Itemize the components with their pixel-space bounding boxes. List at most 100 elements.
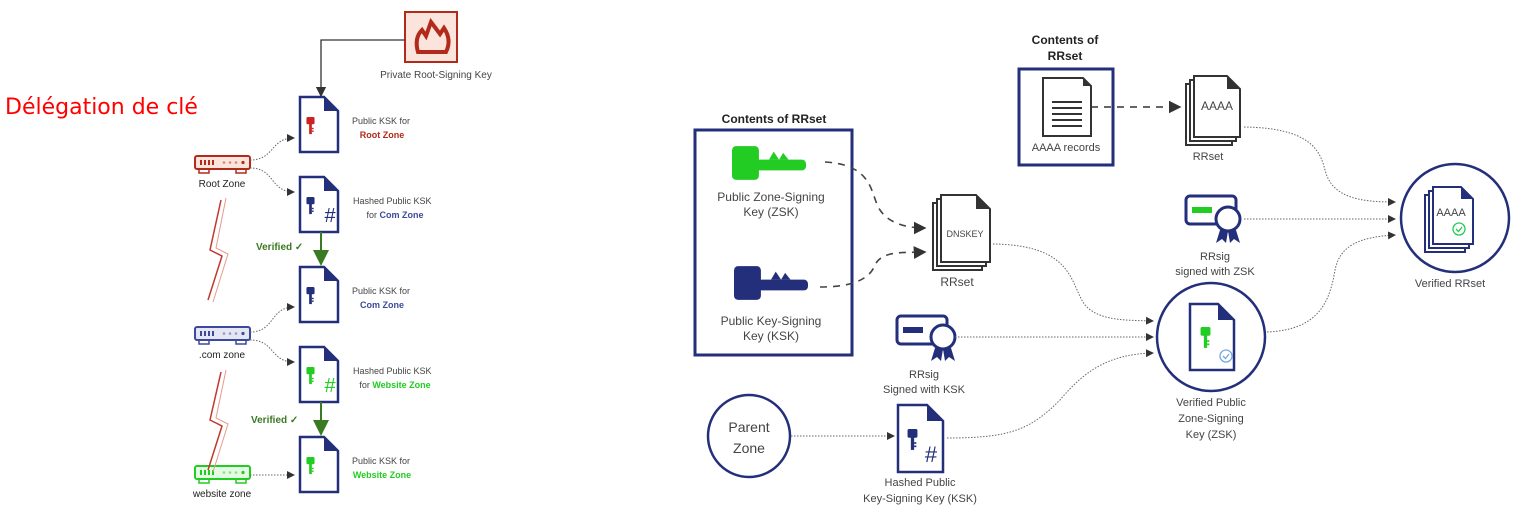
doc-zone-label: for Website Zone [359,380,430,390]
dnskey-rrset-label: RRset [940,275,974,289]
lightning-shadow [212,197,229,303]
private-key-label: Private Root-Signing Key [380,70,492,81]
lightning-icon [207,371,223,471]
check-badge-icon [1452,222,1466,236]
flame-icon [414,17,451,54]
hashed-ksk-label: Key-Signing Key (KSK) [863,493,977,505]
contents-rrset-box-aaaa [1017,67,1115,167]
aaaa-records-doc-icon [1042,77,1092,137]
verified-label: Verified ✓ [256,242,303,253]
doc-zone-label: for Com Zone [366,210,423,220]
doc-zone-label: Website Zone [353,470,411,480]
hash-symbol: # [324,205,336,227]
aaaa-records-label: AAAA records [1032,142,1101,154]
verified-rrset-label: Verified RRset [1415,278,1485,290]
doc-corner [324,437,338,451]
ksk-document: # Hashed Public KSK for Com Zone [298,175,432,234]
seal-icon [1214,205,1242,233]
server-label: website zone [192,489,252,500]
lightning-icon [207,199,223,301]
aaaa-rrset-label: RRset [1193,151,1224,163]
doc-corner [324,347,338,361]
dnskey-to-verified-zsk [992,243,1154,325]
doc-label: Hashed Public KSK [353,196,432,206]
contents-box-title: RRset [1048,49,1083,63]
verified-zsk-label: Zone-Signing [1178,413,1243,425]
document-icon [298,435,340,494]
verified-zsk-label: Key (ZSK) [1186,429,1237,441]
document-stack-icon [940,194,991,263]
server-label: Root Zone [199,179,246,190]
contents-box-title: Contents of [1032,33,1100,47]
rrsig-ksk: RRsig Signed with KSK [883,314,966,396]
private-root-signing-key: Private Root-Signing Key [380,11,492,81]
doc-label: Public KSK for [352,456,410,466]
aaaa-rrset: AAAA RRset [1185,75,1241,163]
doc-zone-label: Com Zone [360,300,404,310]
ksk-key-icon [734,266,808,300]
ksk-to-dnskey-arrow [819,246,927,288]
hashed-ksk-label: Hashed Public [885,477,956,489]
lightning-shadow [212,369,229,473]
verified-zsk-doc-icon [1188,302,1236,372]
document-icon [298,265,340,324]
aaaa-doc-text: AAAA [1201,99,1233,113]
parent-zone-label: Parent [728,419,769,435]
doc-corner [324,97,338,111]
rrsig-ksk-label: Signed with KSK [883,384,966,396]
connector [249,339,295,366]
doc-zone-label: Root Zone [360,130,405,140]
check-badge-icon [1219,349,1233,363]
dnskey-doc-text: DNSKEY [946,229,983,239]
verified-rrset-doc-icon: AAAA [1424,186,1474,253]
server-icon: .com zone [194,326,251,361]
rrsig-zsk-label: RRsig [1200,251,1230,263]
hashed-key-doc-icon [896,403,945,474]
green-key-icon [1192,207,1212,213]
page-heading: Délégation de clé [5,95,198,120]
hash-symbol: # [324,375,336,397]
doc-label: Hashed Public KSK [353,366,432,376]
parent-zone-node [706,393,792,479]
rrsig-zsk: RRsig signed with ZSK [1175,194,1255,278]
verified-label: Verified ✓ [251,415,298,426]
parent-zone-label: Zone [733,440,765,456]
arrow-private-to-root [315,39,405,98]
seal-icon [929,323,957,351]
server-label: .com zone [199,350,246,361]
blue-key-icon [903,327,923,333]
hashed-ksk-doc: # Hashed Public Key-Signing Key (KSK) [863,403,977,505]
zsk-label: Public Zone-Signing [717,190,824,204]
document-icon [298,95,340,154]
doc-corner [324,267,338,281]
aaaa-rrset-to-verified [1243,126,1396,206]
ksk-label: Key (KSK) [743,329,799,343]
doc-corner [324,177,338,191]
server-icon: Root Zone [194,155,251,190]
zsk-to-dnskey-arrow [824,161,927,235]
verified-zsk-to-verified-rrset [1266,231,1396,333]
server-icon: website zone [192,465,252,500]
ksk-document: # Hashed Public KSK for Website Zone [298,345,432,404]
verified-aaaa-text: AAAA [1436,207,1466,219]
document-stack-icon [1193,75,1241,138]
contents-rrset-box [693,128,854,357]
zsk-label: Key (ZSK) [743,205,798,219]
hash-symbol: # [925,442,938,467]
zsk-key-icon [732,146,806,180]
ksk-label: Public Key-Signing [721,314,822,328]
doc-label: Public KSK for [352,116,410,126]
verified-zsk-label: Verified Public [1176,397,1246,409]
hashed-ksk-to-verified-zsk [946,349,1154,439]
connector [249,167,295,196]
rrsig-ksk-label: RRsig [909,369,939,381]
dnskey-rrset: DNSKEY RRset [932,194,991,289]
doc-label: Public KSK for [352,286,410,296]
rrsig-zsk-label: signed with ZSK [1175,266,1255,278]
connector [249,134,295,161]
connector [249,303,295,333]
